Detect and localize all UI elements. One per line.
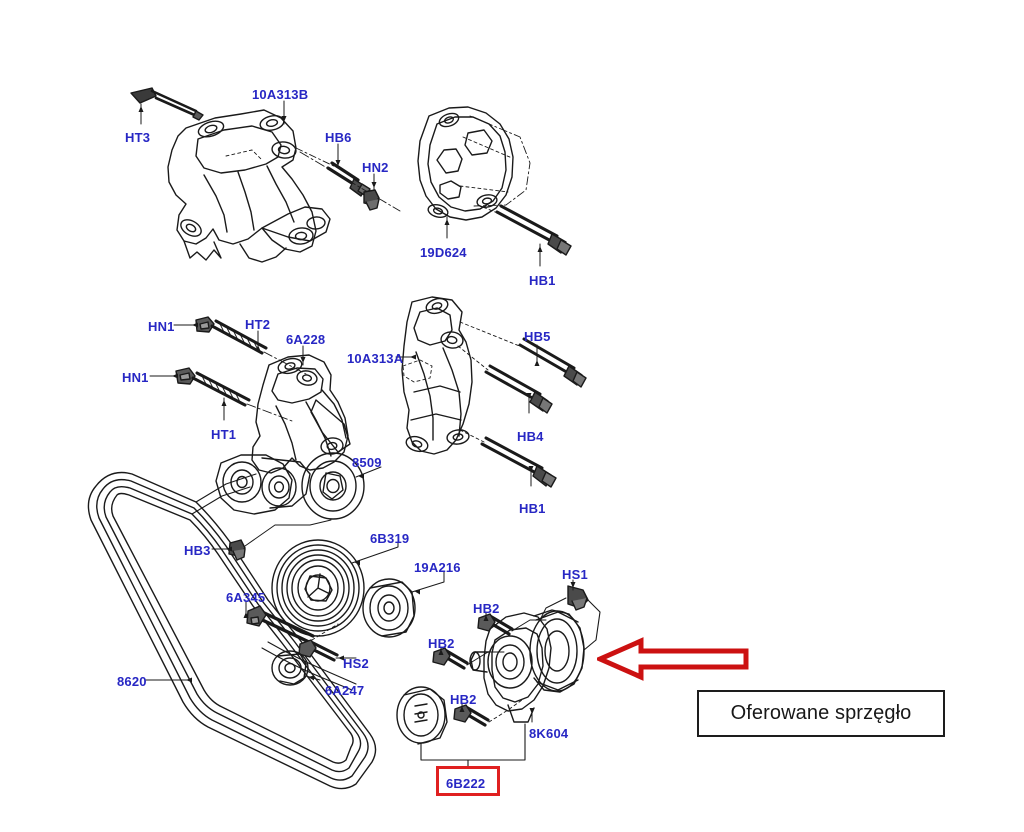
callout-text: Oferowane sprzęgło <box>730 702 912 724</box>
part-label-6B222: 6B222 <box>446 776 486 791</box>
part-HB5-bolt <box>518 337 587 388</box>
part-label-6A247: 6A247 <box>325 683 365 698</box>
part-label-6A228: 6A228 <box>286 332 326 347</box>
part-label-6B319: 6B319 <box>370 531 410 546</box>
part-label-HB1-mid: HB1 <box>519 501 546 516</box>
part-label-8509: 8509 <box>352 455 382 470</box>
part-label-8K604: 8K604 <box>529 726 569 741</box>
part-label-HS1: HS1 <box>562 567 588 582</box>
part-HB1-mid-bolt <box>480 436 557 488</box>
part-label-8620: 8620 <box>117 674 147 689</box>
part-label-HB2-b: HB2 <box>428 636 455 651</box>
part-HB2-b-bolt <box>432 647 469 670</box>
part-clutch-idler-pulley <box>396 686 448 745</box>
part-19A216-idler-pulley <box>362 578 416 638</box>
part-HN2-nut <box>363 189 380 211</box>
part-19D624-cover <box>417 106 531 221</box>
part-HT1-stud <box>191 371 251 407</box>
part-label-19D624: 19D624 <box>420 245 467 260</box>
part-label-HS2: HS2 <box>343 656 369 671</box>
part-8K604-clutch-body <box>469 612 552 723</box>
part-label-HN1-b: HN1 <box>122 370 149 385</box>
part-HS1-bolt <box>567 585 589 611</box>
part-10A313A-bracket <box>401 296 473 455</box>
part-label-HB2-c: HB2 <box>450 692 477 707</box>
part-HT3-stud <box>130 87 204 121</box>
part-HN1-b-nut <box>175 367 196 385</box>
highlighted-part-6B222: 6B222 <box>436 766 500 796</box>
part-HB1-upper-bolt <box>495 204 572 256</box>
red-left-arrow-icon <box>597 637 749 681</box>
part-label-HT1: HT1 <box>211 427 237 442</box>
part-HB2-c-bolt <box>453 704 490 727</box>
part-label-6A345: 6A345 <box>226 590 266 605</box>
part-HB4-bolt <box>484 364 553 414</box>
part-label-10A313B: 10A313B <box>252 87 309 102</box>
part-6B222-clutch-pulley <box>529 609 585 693</box>
part-HB2-a-bolt <box>477 613 514 636</box>
part-HS2-bolt <box>298 639 339 662</box>
part-label-HB4: HB4 <box>517 429 544 444</box>
part-8509-tensioner-pulleys <box>215 452 365 520</box>
part-label-10A313A: 10A313A <box>347 351 404 366</box>
callout-box: Oferowane sprzęgło <box>697 690 945 737</box>
part-label-HB2-a: HB2 <box>473 601 500 616</box>
part-label-HB1-top: HB1 <box>529 273 556 288</box>
part-6A228-tensioner-bracket <box>251 354 351 474</box>
part-label-HB6: HB6 <box>325 130 352 145</box>
part-label-HB5: HB5 <box>524 329 551 344</box>
part-6A247-pulley <box>271 650 309 686</box>
part-label-HT3: HT3 <box>125 130 151 145</box>
part-8620-drive-belt <box>87 471 377 790</box>
part-label-HN2: HN2 <box>362 160 389 175</box>
part-label-HN1-a: HN1 <box>148 319 175 334</box>
part-label-HT2: HT2 <box>245 317 271 332</box>
part-6A345-bolt <box>246 605 315 644</box>
part-HB3-bolt <box>228 539 246 561</box>
part-HN1-a-nut <box>195 316 215 333</box>
part-label-19A216: 19A216 <box>414 560 461 575</box>
part-label-HB3: HB3 <box>184 543 211 558</box>
